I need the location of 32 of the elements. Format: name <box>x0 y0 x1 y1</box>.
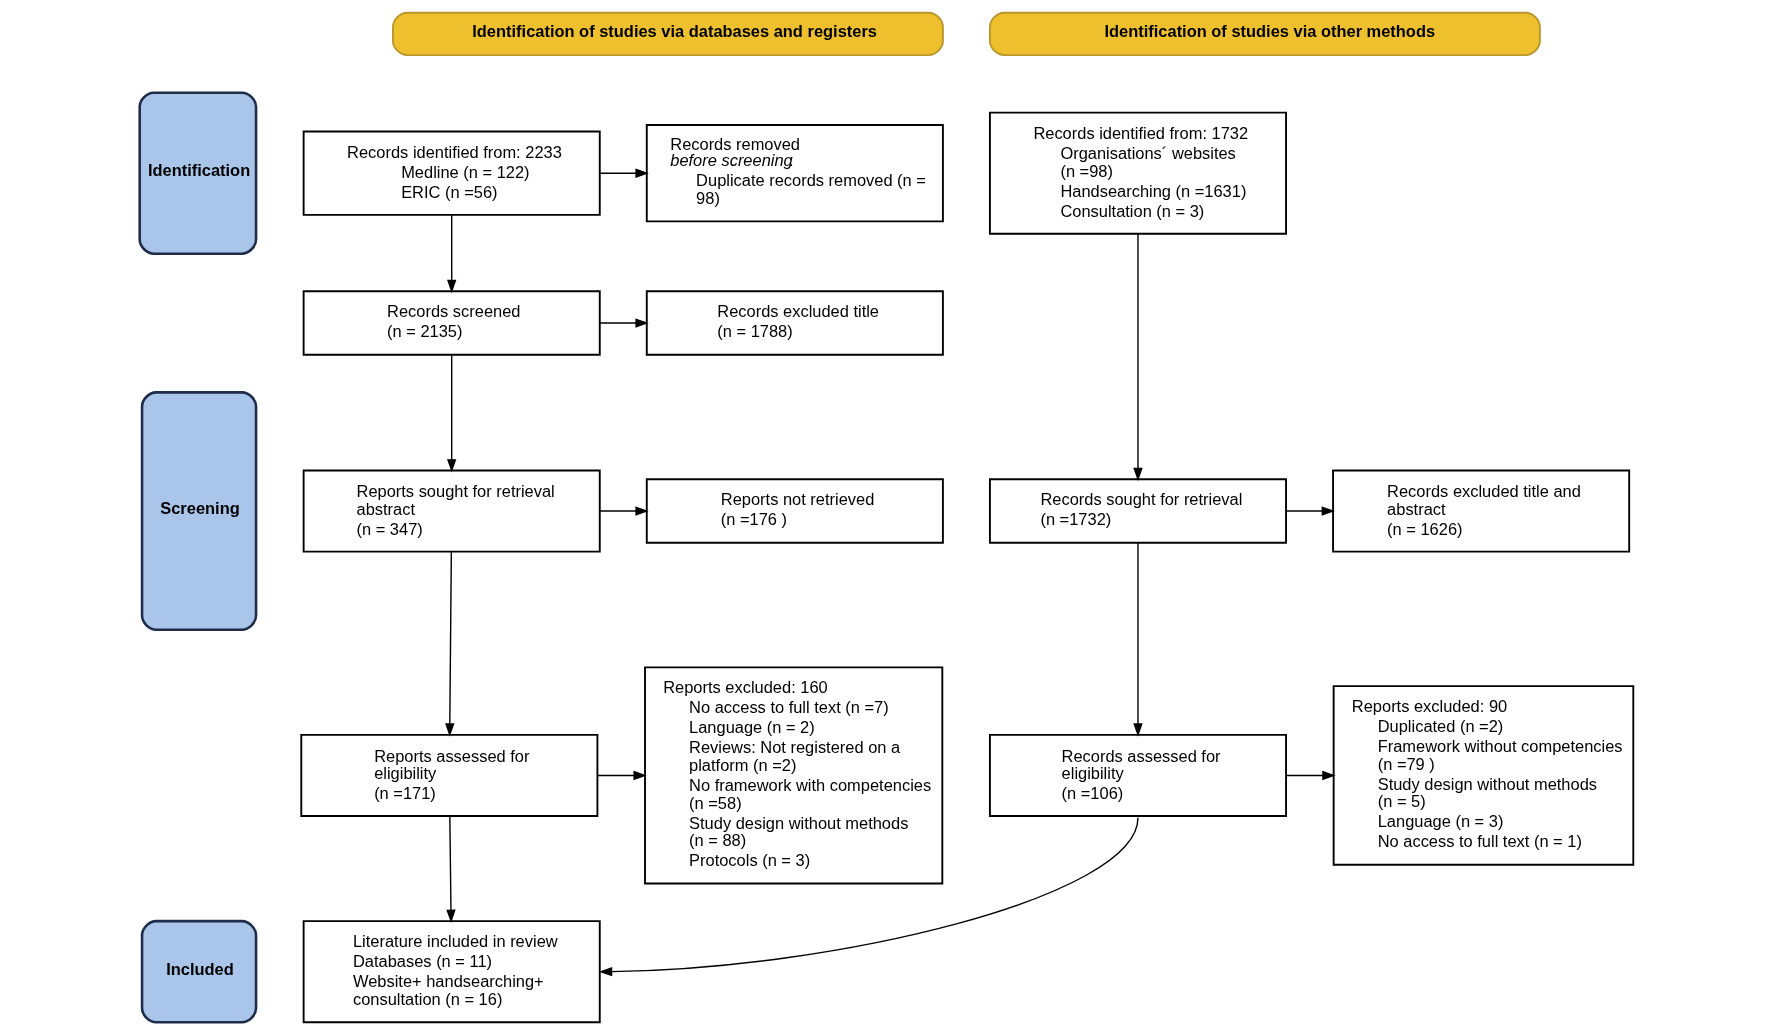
node-box: Reports excluded: 90 Duplicated (n =2) Framework without competencies (n =79 ) Study design without methods (n = 5) Language (n = 3) No access to full text (n = 1) <box>1332 685 1634 866</box>
node-box: Reports not retrieved (n =176 ) <box>645 478 944 544</box>
arrow <box>598 168 649 178</box>
node-box: Records removed before screening: Duplicate records removed (n = 98) <box>645 124 944 223</box>
node-box: Reports excluded: 160 No access to full text (n =7) Language (n = 2) Reviews: Not registered on a platform (n =2) No framework with competencies (n =58) Study design without methods (n = 88) Protocols (n = 3) <box>643 666 943 885</box>
node-box: Reports sought for retrieval abstract (n = 347) <box>302 469 601 553</box>
node-box: Literature included in review Databases (n = 11) Website+ handsearching+ consultation (n = 16) <box>302 920 601 1024</box>
node-box: Reports assessed for eligibility (n =171) <box>299 733 598 817</box>
node-box: Records sought for retrieval (n =1732) <box>988 478 1287 544</box>
arrow <box>1284 770 1336 781</box>
arrow <box>446 214 456 294</box>
node-box: Records screened (n = 2135) <box>302 290 601 356</box>
node-box: Records assessed for eligibility (n =106) <box>988 733 1287 817</box>
node-box: Included <box>140 919 257 1024</box>
node-box: Identification of studies via databases and registers <box>391 11 944 56</box>
arrow <box>444 551 454 737</box>
arrow <box>1132 542 1143 737</box>
node-box: Records identified from: 1732 Organisations´ websites (n =98) Handsearching (n =1631) Consultation (n = 3) <box>988 111 1287 235</box>
node-box: Records excluded title and abstract (n = 1626) <box>1331 469 1630 553</box>
node-box: Records excluded title (n = 1788) <box>645 290 944 356</box>
arrow <box>596 770 647 781</box>
arrow <box>445 815 456 923</box>
node-box: Records identified from: 2233 Medline (n = 122) ERIC (n =56) <box>302 130 601 216</box>
arrow <box>1132 233 1143 482</box>
arrow <box>1284 506 1335 516</box>
arrow <box>598 817 1139 977</box>
node-box: Identification <box>137 91 257 255</box>
arrow <box>446 354 456 473</box>
arrow <box>598 318 649 328</box>
node-box: Screening <box>140 391 257 632</box>
arrow <box>598 506 649 516</box>
node-box: Identification of studies via other methods <box>988 11 1541 56</box>
